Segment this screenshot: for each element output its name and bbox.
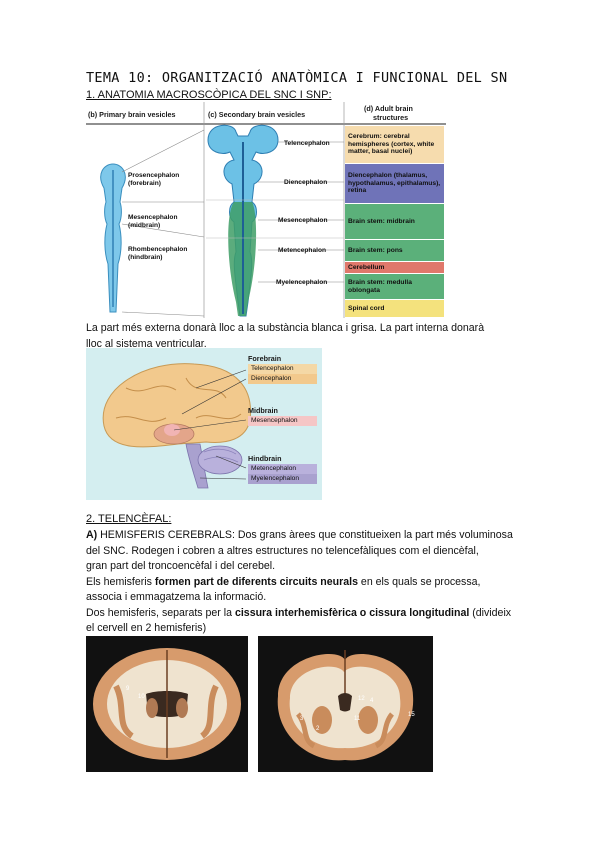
paragraph-2-line-2: del SNC. Rodegen i cobren a altres estru…	[86, 544, 479, 557]
paragraph-2-line-7: el cervell en 2 hemisferis)	[86, 622, 207, 634]
section-heading-2: 2. TELENCÈFAL:	[86, 513, 172, 525]
paragraph-2-line-4: Els hemisferis formen part de diferents …	[86, 575, 481, 588]
adult-box-medulla: Brain stem: medulla oblongata	[345, 274, 444, 300]
primary-label-2: Mesencephalon(midbrain)	[128, 214, 178, 229]
primary-label-3: Rhombencephalon(hindbrain)	[128, 246, 188, 261]
secondary-label-4: Metencephalon	[278, 247, 326, 254]
brain-section-photo-right: 12 3 2 11 4 15	[258, 636, 433, 772]
photo-right-label-5: 4	[370, 698, 374, 704]
paragraph-1-line-1: La part més externa donarà lloc a la sub…	[86, 322, 485, 334]
secondary-label-5: Myelencephalon	[276, 279, 328, 286]
secondary-label-1: Telencephalon	[284, 140, 330, 147]
paragraph-2-line-1: A) HEMISFERIS CEREBRALS: Dos grans àrees…	[86, 529, 513, 541]
telencephalon-label: Telencephalon	[248, 364, 317, 374]
photo-left-label-2: 10	[138, 694, 145, 700]
secondary-label-2: Diencephalon	[284, 179, 328, 186]
photo-right-label-1: 12	[358, 696, 365, 702]
paragraph-2-line-3: gran part del troncoencèfal i del cerebe…	[86, 560, 276, 572]
mesencephalon-label: Mesencephalon	[248, 416, 317, 426]
brain-divisions-figure: Forebrain Telencephalon Diencephalon Mid…	[86, 348, 322, 500]
photo-right-label-4: 11	[354, 716, 361, 722]
brain-illustration	[102, 363, 252, 489]
paragraph-2-line-6: Dos hemisferis, separats per la cissura …	[86, 606, 512, 619]
adult-box-pons: Brain stem: pons	[345, 240, 444, 262]
col-primary-header: (b) Primary brain vesicles	[88, 110, 176, 119]
forebrain-label: Forebrain	[248, 354, 282, 363]
primary-label-1: Prosencephalon(forebrain)	[128, 172, 180, 187]
photo-right-label-2: 3	[300, 716, 304, 722]
photo-right-label-3: 2	[316, 726, 320, 732]
photo-right-label-6: 15	[408, 712, 415, 718]
adult-box-cerebrum: Cerebrum: cerebral hemispheres (cortex, …	[345, 126, 444, 164]
col-secondary-header: (c) Secondary brain vesicles	[208, 110, 306, 119]
adult-box-diencephalon: Diencephalon (thalamus, hypothalamus, ep…	[345, 164, 444, 204]
adult-box-cerebellum: Cerebellum	[345, 262, 444, 274]
col-adult-header-2: structures	[373, 113, 409, 122]
paragraph-2-line-5: associa i emmagatzema la informació.	[86, 591, 267, 603]
vesicles-diagram	[86, 102, 446, 318]
secondary-label-3: Mesencephalon	[278, 217, 328, 224]
myelencephalon-label: Myelencephalon	[248, 474, 317, 484]
col-adult-header-1: (d) Adult brain	[364, 104, 413, 113]
diencephalon-label: Diencephalon	[248, 374, 317, 384]
metencephalon-label: Metencephalon	[248, 464, 317, 474]
adult-box-spinal-cord: Spinal cord	[345, 300, 444, 318]
brain-section-right-illustration	[277, 650, 414, 761]
page-title: TEMA 10: ORGANITZACIÓ ANATÒMICA I FUNCIO…	[86, 70, 508, 86]
midbrain-label: Midbrain	[248, 406, 278, 415]
brain-section-photo-left: 9 10	[86, 636, 248, 772]
hindbrain-label: Hindbrain	[248, 454, 282, 463]
section-heading-1: 1. ANATOMIA MACROSCÒPICA DEL SNC I SNP:	[86, 89, 332, 101]
brain-section-left-illustration	[93, 648, 241, 760]
paragraph-1-line-2: lloc al sistema ventricular.	[86, 337, 207, 350]
photo-left-label-1: 9	[126, 686, 130, 692]
adult-box-midbrain: Brain stem: midbrain	[345, 204, 444, 240]
paragraph-1: La part més externa donarà lloc a la sub…	[86, 321, 484, 352]
brain-vesicles-figure: (b) Primary brain vesicles (c) Secondary…	[86, 102, 446, 318]
paragraph-2: A) HEMISFERIS CEREBRALS: Dos grans àrees…	[86, 528, 513, 637]
